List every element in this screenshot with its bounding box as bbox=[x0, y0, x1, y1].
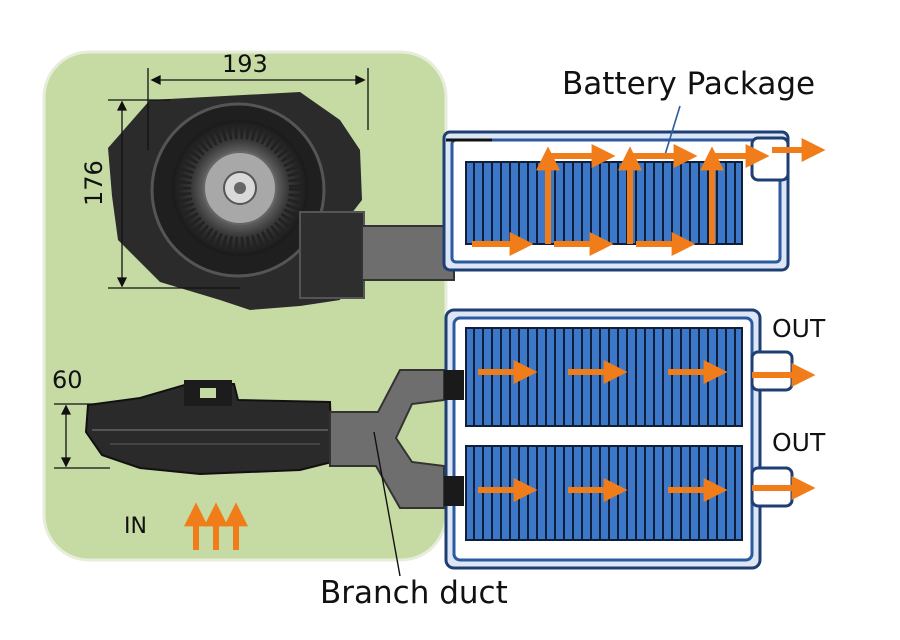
blower-outlet-duct-top bbox=[361, 225, 455, 281]
battery-package-bottom bbox=[444, 308, 794, 570]
blower-top-photo bbox=[108, 92, 365, 310]
dimension-lines-bottom bbox=[54, 403, 110, 469]
battery-package-label: Battery Package bbox=[562, 66, 816, 102]
airflow-arrows bbox=[184, 138, 826, 550]
branch-duct-label: Branch duct bbox=[320, 575, 508, 611]
battery-package-top bbox=[442, 130, 790, 272]
dimension-width-label: 193 bbox=[222, 50, 268, 78]
outlet-label-top: OUT bbox=[772, 314, 826, 343]
blower-bottom-photo bbox=[84, 380, 334, 476]
dimension-lines-top bbox=[108, 68, 369, 289]
battery-package-leader bbox=[663, 105, 681, 159]
branch-duct-leader bbox=[373, 431, 401, 577]
branch-duct bbox=[329, 369, 445, 509]
dimension-thickness-label: 60 bbox=[52, 366, 83, 394]
outlet-label-bottom: OUT bbox=[772, 428, 826, 457]
inlet-label: IN bbox=[124, 514, 147, 539]
dimension-height-label: 176 bbox=[80, 160, 108, 206]
